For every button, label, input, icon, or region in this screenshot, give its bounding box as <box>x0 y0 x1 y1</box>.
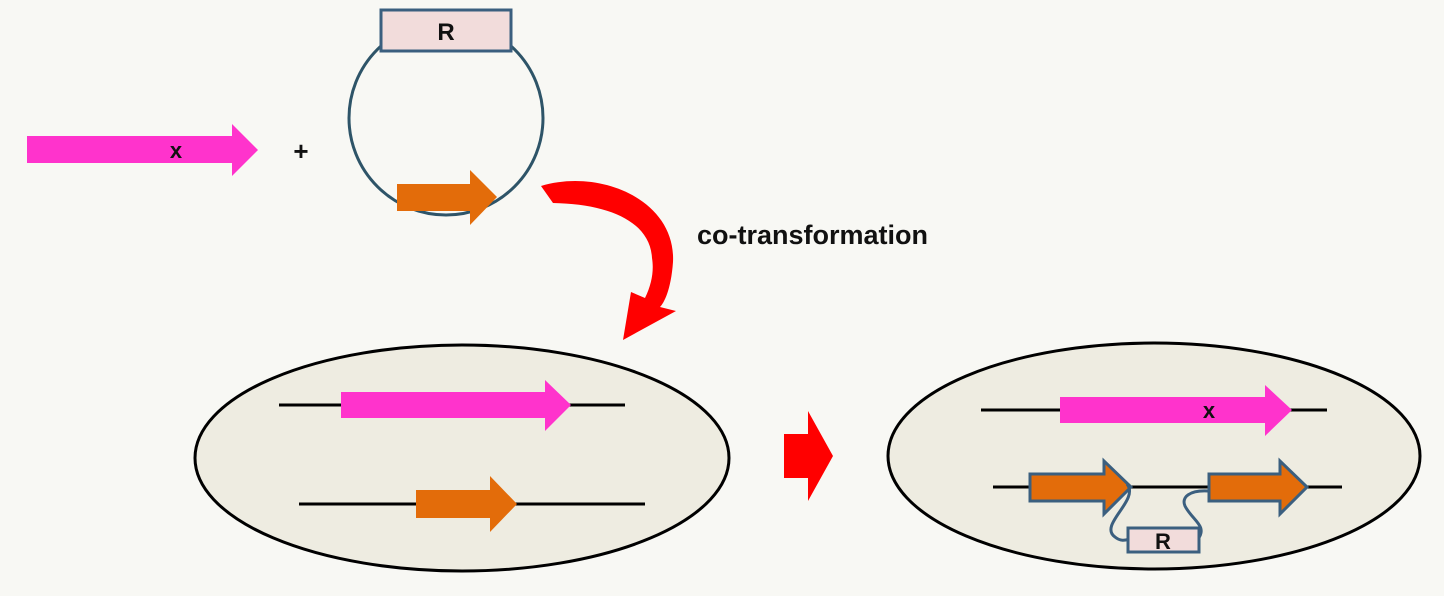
cell2-gene-x-label: x <box>1203 398 1216 423</box>
curved-arrow-icon <box>541 181 676 340</box>
disrupted-gene-right-arrow <box>1207 457 1310 518</box>
gene-x-label: x <box>170 138 183 163</box>
plasmid-resistance-box <box>379 8 513 53</box>
cell2-gene-x-arrow <box>1060 385 1292 436</box>
cell1-target-gene-arrow <box>416 476 517 532</box>
gene-x-arrow <box>27 124 258 176</box>
plasmid-target-gene-arrow <box>397 170 497 225</box>
inserted-resistance-label: R <box>1155 529 1171 554</box>
plus-sign: + <box>293 136 308 166</box>
cell1-gene-x-arrow <box>341 380 571 431</box>
insertion-link-left <box>1109 483 1131 542</box>
plasmid-resistance-label: R <box>437 19 454 46</box>
inserted-resistance-box <box>1126 526 1201 554</box>
disrupted-gene-left-arrow <box>1028 457 1134 518</box>
cell-before <box>193 343 731 573</box>
process-label: co-transformation <box>697 220 928 250</box>
right-arrow-icon <box>784 411 833 501</box>
cell-after <box>886 341 1422 571</box>
insertion-link-right <box>1182 489 1209 540</box>
